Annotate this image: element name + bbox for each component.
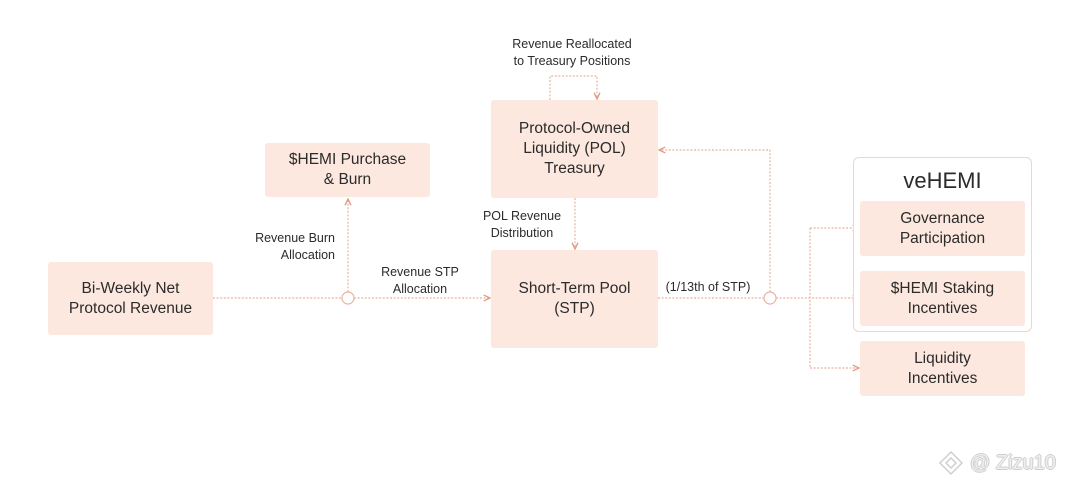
junction-stp-split <box>763 291 777 305</box>
pol-treasury-box: Protocol-Owned Liquidity (POL) Treasury <box>491 100 658 198</box>
stp-line-1: Short-Term Pool <box>518 280 631 297</box>
edge-treasury-reallocation-loop <box>549 75 597 100</box>
liquidity-line-2: Incentives <box>907 369 978 387</box>
label-burn-allocation-line-1: Revenue Burn <box>255 231 335 245</box>
liquidity-box: Liquidity Incentives <box>860 341 1025 396</box>
pol-treasury-line-3: Treasury <box>544 160 605 177</box>
label-stp-share: (1/13th of STP) <box>658 279 758 296</box>
vehemi-title: veHEMI <box>903 168 982 193</box>
edge-split-to-pol-treasury <box>659 150 771 292</box>
pol-treasury-line-1: Protocol-Owned <box>518 120 631 137</box>
label-stp-allocation-line-1: Revenue STP <box>381 265 459 279</box>
watermark-text: @ Zizu10 <box>970 451 1056 474</box>
net-revenue-line-1: Bi-Weekly Net <box>81 279 180 297</box>
governance-line-2: Participation <box>899 229 986 247</box>
label-stp-allocation-line-2: Allocation <box>392 281 448 296</box>
liquidity-line-1: Liquidity <box>914 349 971 367</box>
net-revenue-box: Bi-Weekly Net Protocol Revenue <box>48 262 213 335</box>
governance-line-1: Governance <box>900 209 985 227</box>
staking-box: $HEMI Staking Incentives <box>860 271 1025 326</box>
governance-box: Governance Participation <box>860 201 1025 256</box>
binance-square-logo-icon <box>938 450 964 476</box>
junction-burn-split <box>341 291 355 305</box>
staking-line-2: Incentives <box>907 299 978 317</box>
purchase-burn-line-2: & Burn <box>323 171 372 188</box>
stp-line-2: (STP) <box>554 300 595 317</box>
stp-box: Short-Term Pool (STP) <box>491 250 658 348</box>
net-revenue-line-2: Protocol Revenue <box>68 299 193 317</box>
purchase-burn-line-1: $HEMI Purchase <box>288 151 407 168</box>
purchase-burn-box: $HEMI Purchase & Burn <box>265 143 430 197</box>
staking-line-1: $HEMI Staking <box>890 279 995 297</box>
label-treasury-reallocation: Revenue Reallocated to Treasury Position… <box>482 36 662 69</box>
pol-treasury-line-2: Liquidity (POL) <box>523 140 626 157</box>
label-pol-distribution-line-2: Distribution <box>490 225 554 240</box>
vehemi-container: veHEMI Governance Participation $HEMI St… <box>853 157 1032 332</box>
label-pol-distribution: POL Revenue Distribution <box>462 208 582 241</box>
label-pol-distribution-line-1: POL Revenue <box>482 209 562 223</box>
label-stp-share-text: (1/13th of STP) <box>665 280 751 294</box>
label-treasury-reallocation-line-2: to Treasury Positions <box>513 53 631 68</box>
watermark: @ Zizu10 <box>938 448 1056 478</box>
label-burn-allocation-line-2: Allocation <box>280 247 335 262</box>
label-treasury-reallocation-line-1: Revenue Reallocated <box>512 37 632 51</box>
label-stp-allocation: Revenue STP Allocation <box>360 264 480 297</box>
label-burn-allocation: Revenue Burn Allocation <box>215 230 335 263</box>
